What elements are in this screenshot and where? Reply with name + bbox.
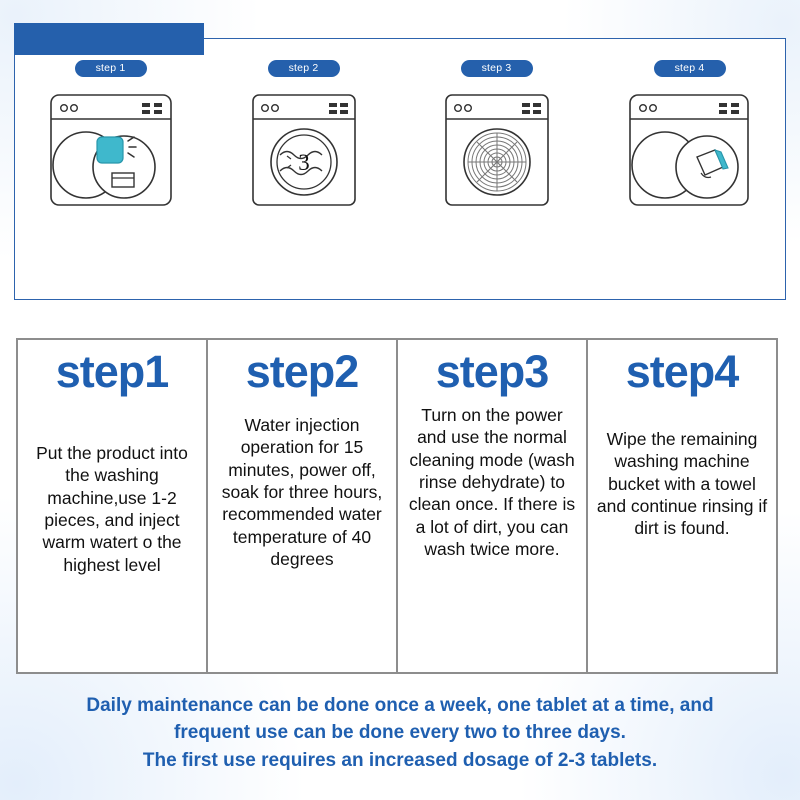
footer-line-1: Daily maintenance can be done once a wee… [86,695,714,716]
step-chip-4: step 4 [653,60,726,77]
step-chip-2: step 2 [267,60,340,77]
washing-machine-soak-3-hours-icon: 3 [239,85,369,220]
step-chip-1: step 1 [74,60,147,77]
blue-header-tab [14,23,204,55]
washing-machine-cleaning-cycle-icon [432,85,562,220]
step-card-4-text: Wipe the remaining washing machine bucke… [596,428,768,539]
footer-line-3: The first use requires an increased dosa… [142,749,658,771]
footer-line-2: frequent use can be done every two to th… [174,722,626,744]
illustration-steps-row: step 1 [14,60,786,230]
washing-machine-wipe-with-towel-icon [625,85,755,220]
illustration-step-2: step 2 3 [207,60,400,230]
step-card-4-title: step4 [625,346,740,397]
footer-note: Daily maintenance can be done once a wee… [0,692,800,774]
step-card-2-text: Water injection operation for 15 minutes… [221,414,383,570]
step-card-1: step1 Put the product into the washing m… [16,338,208,674]
illustration-step-3: step 3 [400,60,593,230]
step-card-4: step4 Wipe the remaining washing machine… [586,338,778,674]
step-card-3-title: step3 [435,346,550,397]
step-card-2: step2 Water injection operation for 15 m… [206,338,398,674]
steps-cards: step1 Put the product into the washing m… [16,338,784,674]
step-card-1-title: step1 [55,346,170,397]
step-chip-3: step 3 [460,60,533,77]
washing-machine-add-tablet-icon [46,85,176,220]
step-card-1-text: Put the product into the washing machine… [36,442,188,575]
step-card-3: step3 Turn on the power and use the norm… [396,338,588,674]
svg-text:3: 3 [298,150,310,175]
illustration-step-1: step 1 [14,60,207,230]
illustration-step-4: step 4 [593,60,786,230]
step-card-2-title: step2 [245,346,360,397]
step-card-3-text: Turn on the power and use the normal cle… [408,404,576,560]
